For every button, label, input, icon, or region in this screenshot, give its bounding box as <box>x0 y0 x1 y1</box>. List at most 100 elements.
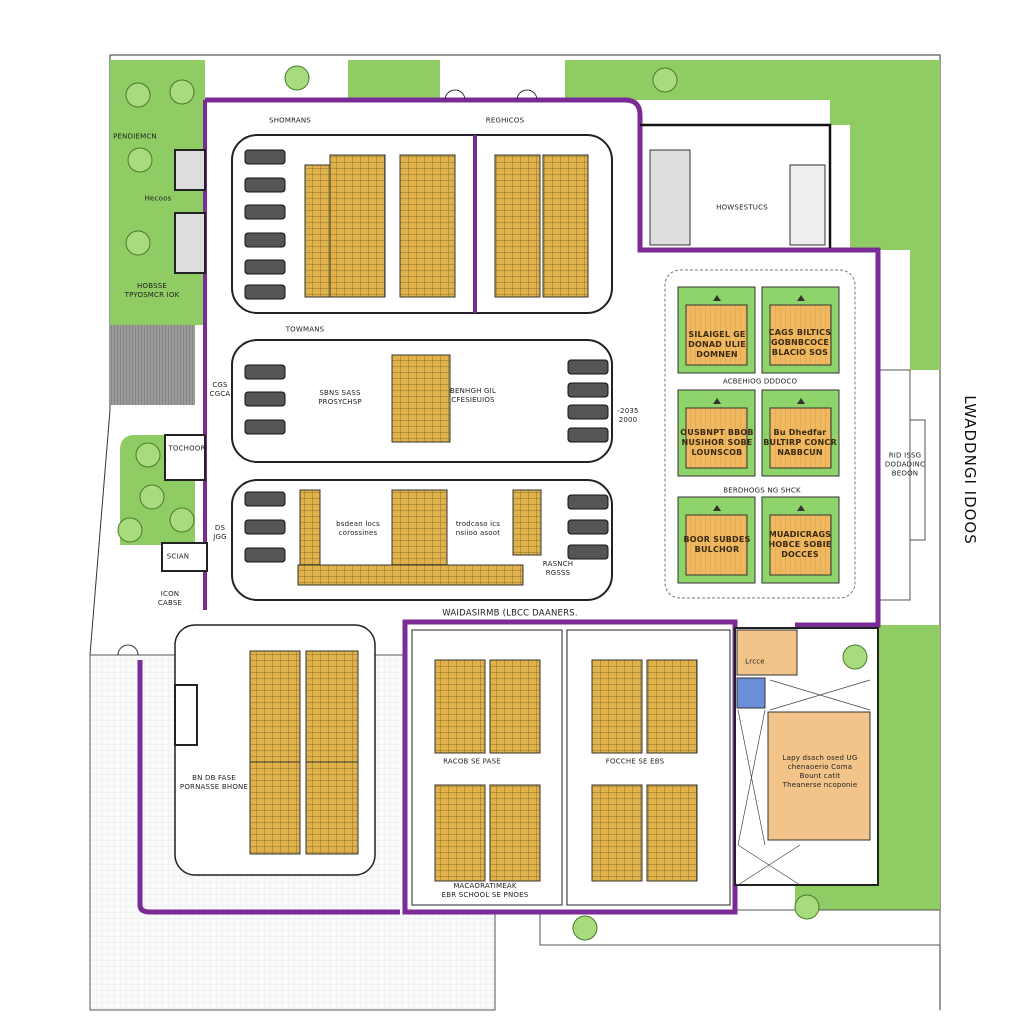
area-label: TOCHOOR <box>168 444 206 453</box>
area-label: SILAIGEL GE DONAD ULIE DOMNEN <box>688 330 746 359</box>
area-label: FOCCHE SE EBS <box>605 757 665 766</box>
area-label: ICON CABSE <box>157 590 183 607</box>
rack-icon <box>494 154 541 298</box>
area-label: PENDIEMCN <box>113 132 157 141</box>
rack-icon <box>489 784 541 882</box>
machine-icon <box>244 177 286 193</box>
area-label: ACBEHIOG DDDOCO <box>722 377 798 386</box>
area-label: Bu Dhedfar BULTIRP CONCR NABBCUN <box>763 428 837 457</box>
rack-icon <box>646 784 698 882</box>
court-marker-icon <box>713 295 721 301</box>
area-label: DS JGG <box>213 524 227 541</box>
door-swing-icon <box>117 644 139 656</box>
court-floor <box>769 407 832 469</box>
court-marker-icon <box>713 398 721 404</box>
area-label: OUSBNPT BBOB NUSIHOR SOBE LOUNSCOB <box>680 428 754 457</box>
machine-icon <box>244 491 286 507</box>
exterior-wall <box>205 97 881 628</box>
machine-icon <box>244 284 286 300</box>
area-label: TOWMANS <box>285 325 325 334</box>
machine-icon <box>244 547 286 563</box>
area-label: SHOMRANS <box>269 116 311 125</box>
court-marker-icon <box>713 505 721 511</box>
tree-icon <box>127 147 153 173</box>
tree-icon <box>572 915 598 941</box>
court-floor <box>685 514 748 576</box>
area-label: Lapy dsach osed UG chenaoerio Coma Bount… <box>782 754 858 789</box>
court-marker-icon <box>797 398 805 404</box>
rack-icon <box>399 154 456 298</box>
court-floor <box>769 304 832 366</box>
machine-icon <box>567 427 609 443</box>
machine-icon <box>567 382 609 398</box>
rack-icon <box>329 154 386 298</box>
court-marker-icon <box>797 505 805 511</box>
area-label: HOWSESTUCS <box>716 203 768 212</box>
rack-icon <box>434 784 486 882</box>
lawn-north <box>348 60 440 100</box>
rack-icon <box>591 784 643 882</box>
machine-icon <box>567 519 609 535</box>
area-label: -2035 2000 <box>617 407 639 424</box>
area-label: BERDHOGS NG SHCK <box>723 486 801 495</box>
court-floor <box>685 304 748 366</box>
machine-icon <box>567 404 609 420</box>
machine-icon <box>244 391 286 407</box>
area-label: Lrcce <box>745 657 765 666</box>
area-label: bsdean locs corossines <box>336 520 380 537</box>
rack-icon <box>646 659 698 754</box>
area-label: REGHICOS <box>485 116 525 125</box>
area-label: RID ISSG DODADINC BEOON <box>884 451 926 478</box>
area-label: Hecoos <box>144 194 172 203</box>
rack-icon <box>249 761 301 855</box>
rack-icon <box>434 659 486 754</box>
area-label: SCIAN <box>166 552 190 561</box>
tree-icon <box>284 65 310 91</box>
lawn-northeast <box>565 60 940 370</box>
tree-icon <box>169 79 195 105</box>
area-label: RASNCH RGSSS <box>542 560 574 577</box>
tree-icon <box>117 517 143 543</box>
area-label: BN DB FASE PORNASSE BHONE <box>179 774 249 791</box>
loading-ramp <box>110 325 195 405</box>
tree-icon <box>794 894 820 920</box>
machine-icon <box>244 204 286 220</box>
area-label: CGS CGCA <box>209 381 231 398</box>
rack-icon <box>391 354 451 443</box>
area-label: BOOR SUBDES BULCHOR <box>683 535 751 554</box>
machine-icon <box>244 519 286 535</box>
rack-icon <box>305 650 359 775</box>
area-label: MUADICRAGS HOBCE SOBIE DOCCES <box>768 530 832 559</box>
area-label: trodcaso ics nsiioo asoot <box>455 520 501 537</box>
tree-icon <box>135 442 161 468</box>
tree-icon <box>125 82 151 108</box>
machine-icon <box>567 359 609 375</box>
tree-icon <box>139 484 165 510</box>
area-label: MACAORATIMEAK EBR SCHOOL SE PNOES <box>441 882 529 899</box>
court-zone <box>664 269 856 599</box>
door-swing-icon <box>444 89 466 101</box>
rack-icon <box>297 564 524 586</box>
rack-icon <box>591 659 643 754</box>
machine-icon <box>244 259 286 275</box>
area-label: BENHGH GIL CFESIEUIOS <box>449 387 497 404</box>
rack-icon <box>305 761 359 855</box>
rack-icon <box>512 489 542 556</box>
office-room <box>767 711 871 841</box>
tree-icon <box>842 644 868 670</box>
court-floor <box>769 514 832 576</box>
door-swing-icon <box>516 89 538 101</box>
rack-icon <box>489 659 541 754</box>
machine-icon <box>567 494 609 510</box>
area-label: RACOB SE PASE <box>443 757 501 766</box>
tree-icon <box>125 230 151 256</box>
south-strip <box>539 909 941 946</box>
building-title: LWADDNGI IDOOS <box>961 395 979 545</box>
tree-icon <box>169 507 195 533</box>
machine-icon <box>244 419 286 435</box>
tree-icon <box>652 67 678 93</box>
rack-icon <box>249 650 301 775</box>
court-marker-icon <box>797 295 805 301</box>
